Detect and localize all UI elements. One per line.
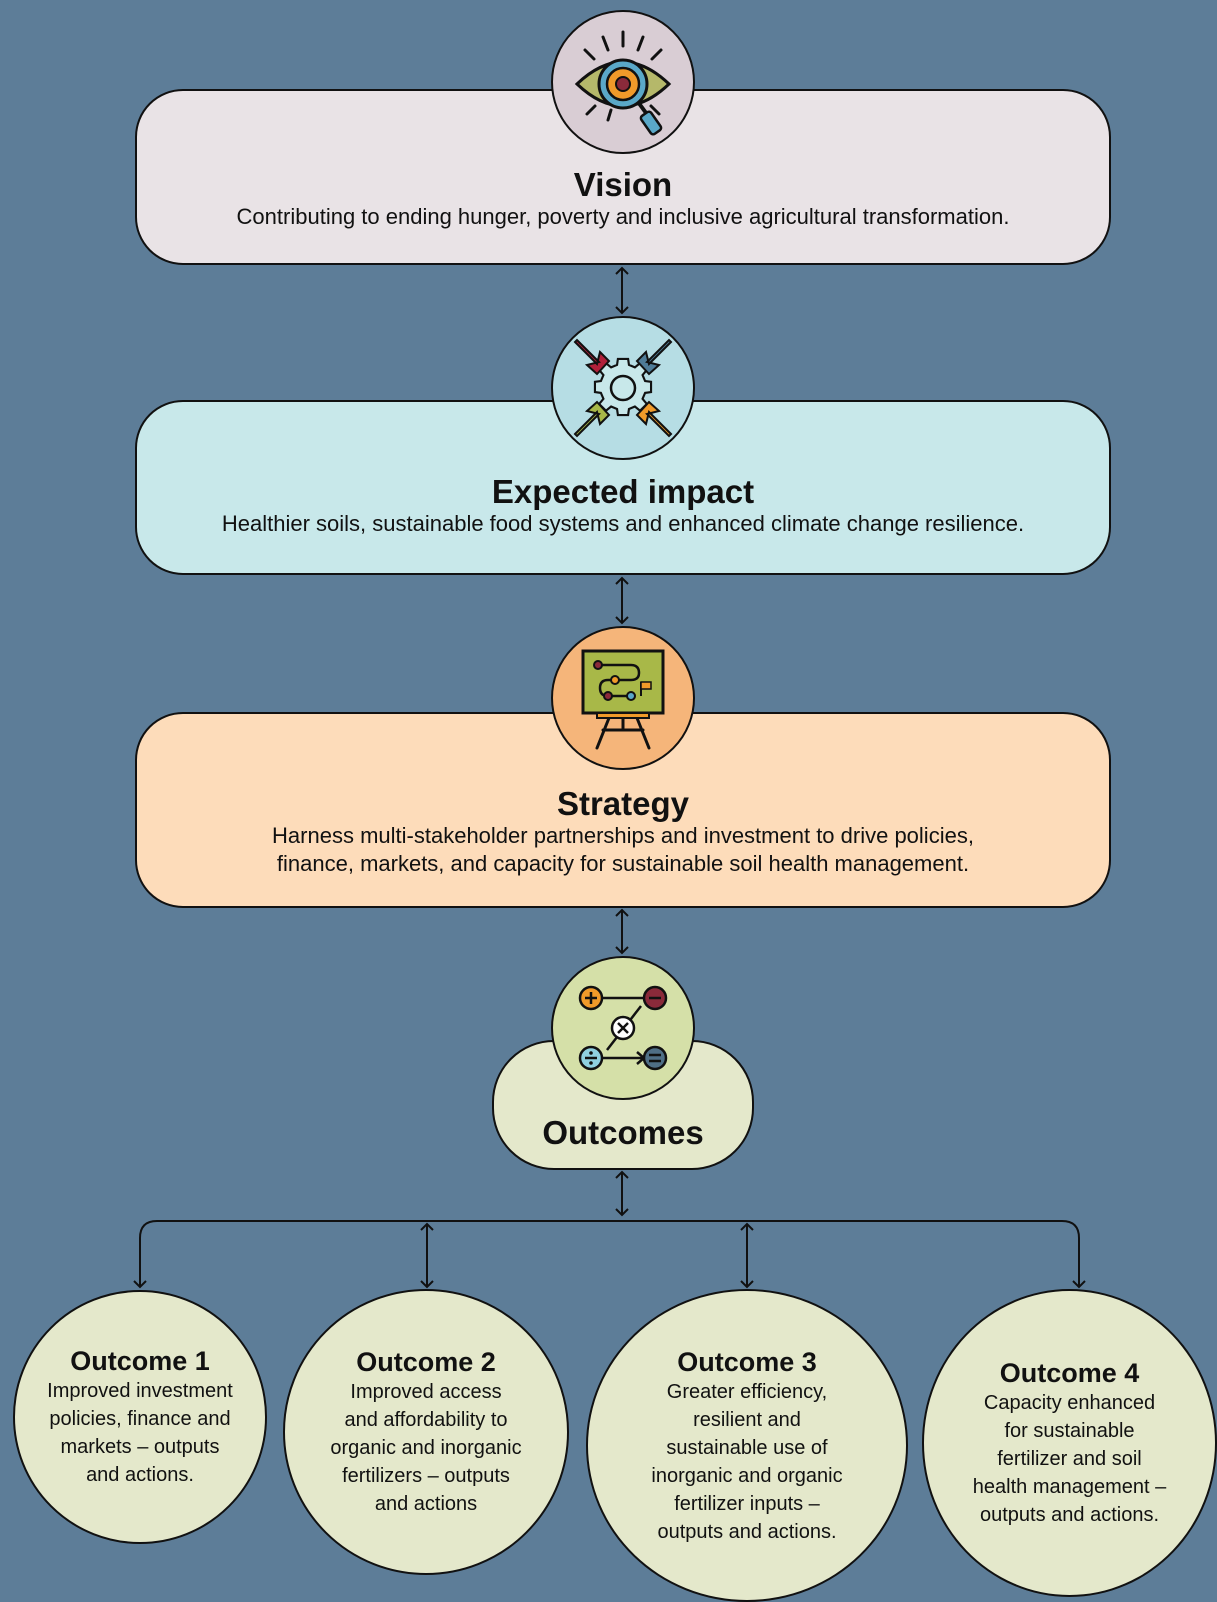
outcome-4-line: health management – [972,1476,1167,1498]
outcome-1-line: and actions. [86,1464,194,1486]
outcome-2-line: and actions [374,1493,478,1515]
outcome-3-line: outputs and actions. [657,1520,837,1543]
eye-gear-magnifier-icon [551,10,695,154]
vision-title: Vision [573,166,673,203]
outcome-4-title: Outcome 4 [999,1358,1140,1388]
vision-description: Contributing to ending hunger, poverty a… [236,204,1010,229]
strategy-description-line1: Harness multi-stakeholder partnerships a… [272,823,974,848]
outcome-3-title: Outcome 3 [677,1346,817,1377]
outcome-2-line: fertilizers – outputs [342,1465,510,1487]
outcome-3-line: resilient and [693,1408,801,1431]
outcome-2-line: and affordability to [344,1409,508,1431]
outcome-4-circle: Outcome 4 Capacity enhanced for sustaina… [922,1289,1217,1597]
outcome-2-circle: Outcome 2 Improved access and affordabil… [283,1289,569,1575]
outcome-3-line: sustainable use of [666,1436,828,1459]
outcome-1-title: Outcome 1 [70,1346,210,1376]
impact-box: Expected impact Healthier soils, sustain… [135,400,1111,575]
outcome-1-line: Improved investment [47,1380,233,1402]
outcome-4-line: outputs and actions. [979,1504,1159,1526]
outcome-1-line: policies, finance and [49,1408,231,1430]
strategy-board-icon [551,626,695,770]
math-operations-icon [551,956,695,1100]
outcome-3-circle: Outcome 3 Greater efficiency, resilient … [586,1289,908,1602]
impact-description: Healthier soils, sustainable food system… [221,511,1025,536]
impact-title: Expected impact [491,473,755,510]
outcome-4-line: fertilizer and soil [997,1448,1142,1470]
outcome-4-line: for sustainable [1004,1420,1135,1442]
outcome-4-line: Capacity enhanced [983,1392,1156,1414]
branch-bar [133,1220,1086,1289]
outcome-3-line: fertilizer inputs – [674,1492,820,1515]
outcome-1-line: markets – outputs [60,1436,220,1458]
gear-arrows-icon [551,316,695,460]
outcome-3-line: inorganic and organic [651,1464,843,1487]
outcomes-title: Outcomes [542,1114,704,1151]
outcome-2-title: Outcome 2 [356,1347,496,1377]
outcome-3-line: Greater efficiency, [666,1380,828,1403]
strategy-title: Strategy [556,785,690,822]
outcome-2-line: Improved access [350,1381,502,1403]
outcome-1-circle: Outcome 1 Improved investment policies, … [13,1290,267,1544]
outcomes-box: Outcomes [492,1040,754,1170]
outcome-2-line: organic and inorganic [330,1437,522,1459]
strategy-description-line2: finance, markets, and capacity for susta… [276,851,970,876]
